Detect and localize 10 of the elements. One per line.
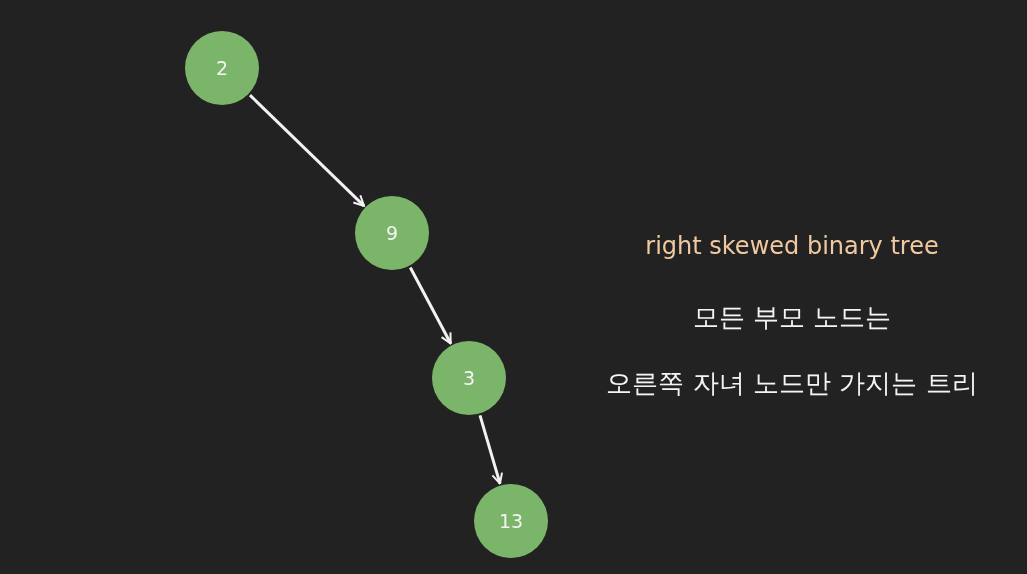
- heading-text: right skewed binary tree: [645, 232, 939, 260]
- description-text: 모든 부모 노드는: [692, 301, 892, 334]
- arrow: [408, 266, 453, 345]
- tree-node-circle: 3: [432, 341, 506, 415]
- arrow: [478, 415, 503, 485]
- arrow: [248, 94, 366, 207]
- description-text: 오른쪽 자녀 노드만 가지는 트리: [606, 367, 978, 400]
- tree-node-circle: 13: [474, 484, 548, 558]
- tree-node-circle: 9: [355, 196, 429, 270]
- tree-node-circle: 2: [185, 31, 259, 105]
